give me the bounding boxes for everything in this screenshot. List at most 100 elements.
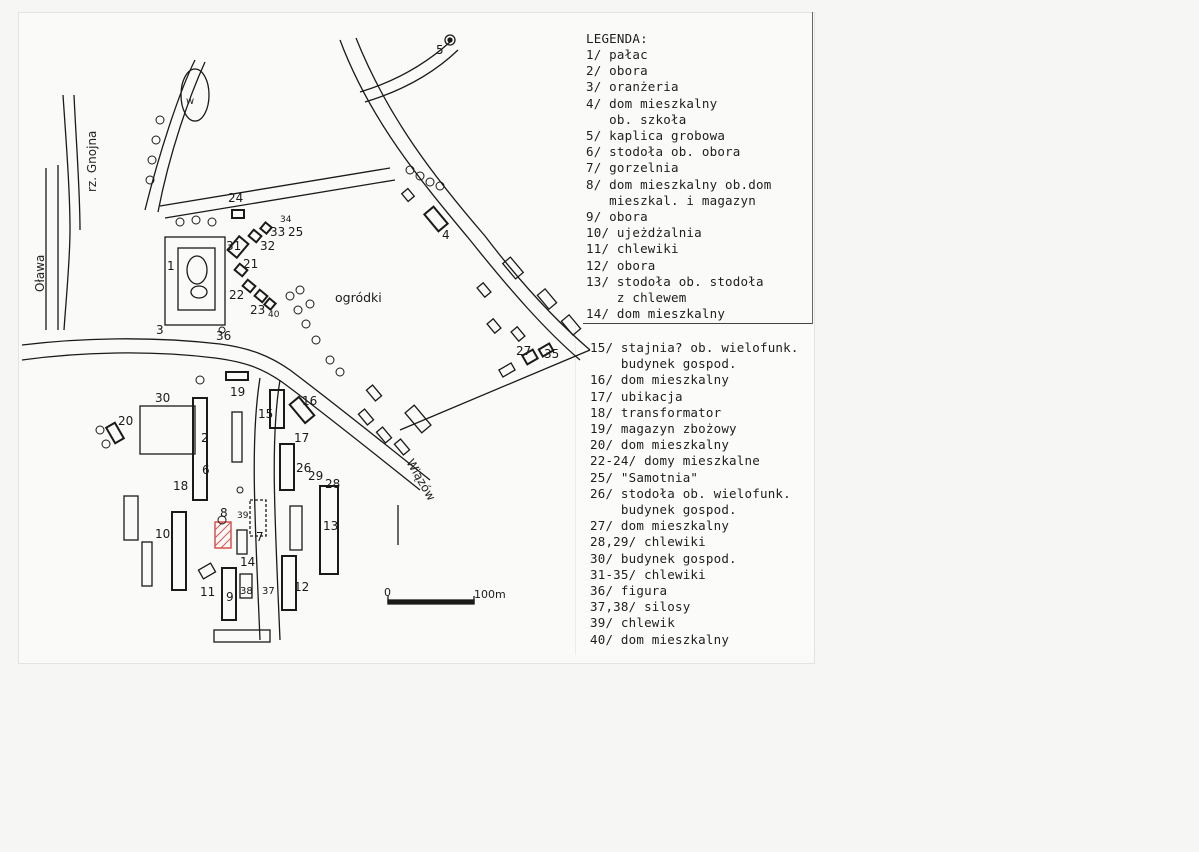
scale-start: 0	[384, 586, 391, 599]
building-9	[221, 567, 237, 621]
legend-item: 40/ dom mieszkalny	[590, 631, 730, 647]
building-33	[247, 228, 263, 244]
legend-item: 16/ dom mieszkalny	[590, 372, 730, 388]
building-26	[279, 443, 295, 491]
building-27	[520, 348, 540, 366]
legend-item: 6/ stodoła ob. obora	[586, 144, 741, 160]
svg-text:14: 14	[240, 555, 255, 569]
svg-text:15: 15	[258, 407, 273, 421]
building-30	[139, 405, 196, 455]
pond	[180, 68, 210, 122]
svg-text:10: 10	[155, 527, 170, 541]
svg-text:23: 23	[250, 303, 265, 317]
svg-text:17: 17	[294, 431, 309, 445]
building-34	[258, 220, 274, 236]
building-2-6	[192, 397, 208, 501]
palace-enclosure	[164, 236, 226, 326]
building-13	[319, 485, 339, 575]
svg-text:32: 32	[260, 239, 275, 253]
river-label: rz. Gnojna	[85, 131, 99, 192]
legend-item: 31-35/ chlewiki	[590, 566, 706, 582]
svg-text:9: 9	[226, 590, 234, 604]
svg-text:25: 25	[288, 225, 303, 239]
legend-divider	[583, 323, 813, 324]
road-label-olawa: Oława	[33, 255, 47, 292]
scale-end: 100m	[474, 588, 506, 601]
legend-item: 22-24/ domy mieszkalne	[590, 453, 760, 469]
building-15	[269, 389, 285, 429]
chapel	[444, 34, 456, 46]
legend-item: 3/ oranżeria	[586, 79, 679, 95]
legend-item: 9/ obora	[586, 209, 648, 225]
svg-text:35: 35	[544, 347, 559, 361]
svg-text:11: 11	[200, 585, 215, 599]
legend-item: mieszkal. i magazyn	[586, 192, 756, 208]
garden-label: ogródki	[335, 290, 382, 305]
svg-text:34: 34	[280, 215, 292, 225]
svg-text:39: 39	[237, 511, 249, 521]
building-35	[537, 342, 555, 358]
legend-item: 11/ chlewiki	[586, 241, 679, 257]
building-40	[262, 296, 278, 312]
legend-right-border	[812, 12, 813, 324]
legend-item: 2/ obora	[586, 63, 648, 79]
legend-item: 19/ magazyn zbożowy	[590, 421, 737, 437]
building-21	[233, 262, 249, 278]
building-20	[104, 421, 126, 445]
svg-text:37: 37	[262, 586, 275, 597]
legend-item: budynek gospod.	[590, 502, 737, 518]
legend-item: 10/ ujeżdżalnia	[586, 225, 702, 241]
building-19	[225, 371, 249, 381]
building-23	[253, 288, 269, 304]
legend-item: 15/ stajnia? ob. wielofunk.	[590, 340, 799, 355]
svg-text:13: 13	[323, 519, 338, 533]
svg-text:6: 6	[202, 463, 210, 477]
building-10	[171, 511, 187, 591]
svg-text:18: 18	[173, 479, 188, 493]
svg-text:31: 31	[226, 239, 241, 253]
svg-text:4: 4	[442, 228, 450, 242]
svg-text:7: 7	[256, 530, 264, 544]
svg-text:19: 19	[230, 385, 245, 399]
legend-item: 20/ dom mieszkalny	[590, 437, 730, 453]
legend-item: 37,38/ silosy	[590, 599, 691, 615]
legend-item: 14/ dom mieszkalny	[586, 306, 726, 322]
legend-item: ob. szkoła	[586, 111, 687, 127]
legend-item: 1/ pałac	[586, 47, 648, 62]
legend-item: 30/ budynek gospod.	[590, 550, 737, 566]
svg-text:24: 24	[228, 191, 243, 205]
legend-item: 8/ dom mieszkalny ob.dom	[586, 176, 772, 192]
svg-text:21: 21	[243, 257, 258, 271]
svg-text:20: 20	[118, 414, 133, 428]
svg-text:29: 29	[308, 469, 323, 483]
building-4	[422, 205, 450, 233]
legend-list-lower: 15/ stajnia? ob. wielofunk. budynek gosp…	[590, 340, 799, 648]
building-16	[288, 395, 316, 425]
svg-text:2: 2	[201, 431, 209, 445]
legend-item: 4/ dom mieszkalny	[586, 95, 718, 111]
building-24	[231, 209, 245, 219]
legend-item: 7/ gorzelnia	[586, 160, 679, 176]
legend-item: 26/ stodoła ob. wielofunk.	[590, 485, 791, 501]
legend-item: 17/ ubikacja	[590, 388, 683, 404]
building-39	[236, 529, 248, 555]
svg-text:5: 5	[436, 43, 444, 57]
building-7	[249, 499, 267, 537]
legend-item: 27/ dom mieszkalny	[590, 518, 730, 534]
svg-text:28: 28	[325, 477, 340, 491]
legend-item: budynek gospod.	[590, 356, 737, 372]
legend-title: LEGENDA:	[586, 31, 648, 46]
building-38	[239, 573, 253, 599]
legend-item: 5/ kaplica grobowa	[586, 128, 726, 144]
pond-label: w	[186, 96, 194, 107]
legend-item: 13/ stodoła ob. stodoła	[586, 273, 764, 289]
svg-text:16: 16	[302, 394, 317, 408]
svg-text:30: 30	[155, 391, 170, 405]
road-label-wiazow: Wiązów	[403, 457, 438, 504]
building-22	[241, 278, 257, 294]
svg-text:33: 33	[270, 225, 285, 239]
map-labels: 1 2 3 4 5 6 7 8 9 10 11 12 13 14 15 16 1…	[118, 43, 559, 604]
building-12	[281, 555, 297, 611]
